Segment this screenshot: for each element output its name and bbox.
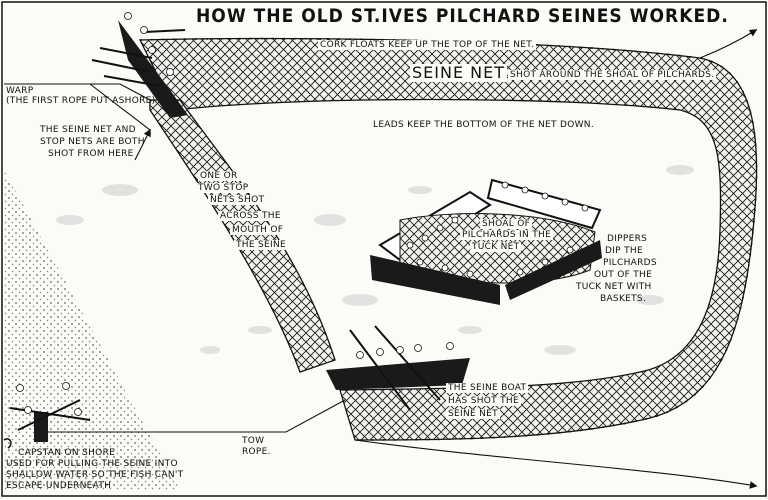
label-dippers-3: PILCHARDS — [603, 258, 657, 268]
label-dippers-2: DIP THE — [605, 246, 643, 256]
label-stop-6: THE SEINE — [234, 240, 288, 251]
label-shot-from-1: THE SEINE NET AND — [40, 125, 136, 135]
label-stop-3: NETS SHOT — [208, 195, 267, 206]
label-stop-5: MOUTH OF — [230, 225, 286, 236]
label-shoal-2: PILCHARDS IN THE — [460, 230, 554, 241]
label-warp-note: (THE FIRST ROPE PUT ASHORE) — [6, 96, 156, 106]
capstan-figures — [3, 382, 91, 449]
label-capstan-2: USED FOR PULLING THE SEINE INTO — [6, 459, 178, 469]
diagram-title: HOW THE OLD ST.IVES PILCHARD SEINES WORK… — [196, 5, 729, 27]
label-stop-1: ONE OR — [198, 171, 240, 182]
seine-boat-top — [91, 12, 188, 118]
label-dippers-5: TUCK NET WITH — [576, 282, 652, 292]
label-shoal-3: TUCK NET — [470, 242, 522, 253]
label-dippers-4: OUT OF THE — [594, 270, 653, 280]
label-tow-1: TOW — [242, 436, 265, 446]
label-dippers-1: DIPPERS — [607, 234, 648, 244]
label-warp: WARP — [6, 86, 34, 96]
label-capstan-1: CAPSTAN ON SHORE — [18, 448, 116, 458]
seine-boat-bottom — [326, 325, 470, 411]
shore-beach — [4, 170, 180, 490]
ropes — [4, 29, 758, 489]
stop-net-wall — [149, 99, 336, 373]
label-stop-4: ACROSS THE — [218, 211, 283, 222]
label-leads: LEADS KEEP THE BOTTOM OF THE NET DOWN. — [373, 120, 595, 130]
label-cork-floats: CORK FLOATS KEEP UP THE TOP OF THE NET. — [318, 40, 537, 51]
label-boat-3: SEINE NET — [446, 409, 500, 420]
label-capstan-4: ESCAPE UNDERNEATH — [6, 481, 112, 491]
label-capstan-3: SHALLOW WATER SO THE FISH CAN'T — [6, 470, 184, 480]
label-tow-2: ROPE. — [242, 447, 271, 457]
label-boat-2: HAS SHOT THE — [446, 396, 521, 407]
label-shoal-1: SHOAL OF — [480, 219, 533, 230]
label-shot-from-3: SHOT FROM HERE — [48, 149, 134, 159]
label-seine-net: SEINE NET — [410, 63, 507, 83]
label-boat-1: THE SEINE BOAT — [446, 383, 529, 394]
label-dippers-6: BASKETS. — [600, 294, 647, 304]
label-shot-around: SHOT AROUND THE SHOAL OF PILCHARDS. — [508, 70, 717, 81]
label-shot-from-2: STOP NETS ARE BOTH — [40, 137, 145, 147]
label-stop-2: TWO STOP — [196, 183, 251, 194]
